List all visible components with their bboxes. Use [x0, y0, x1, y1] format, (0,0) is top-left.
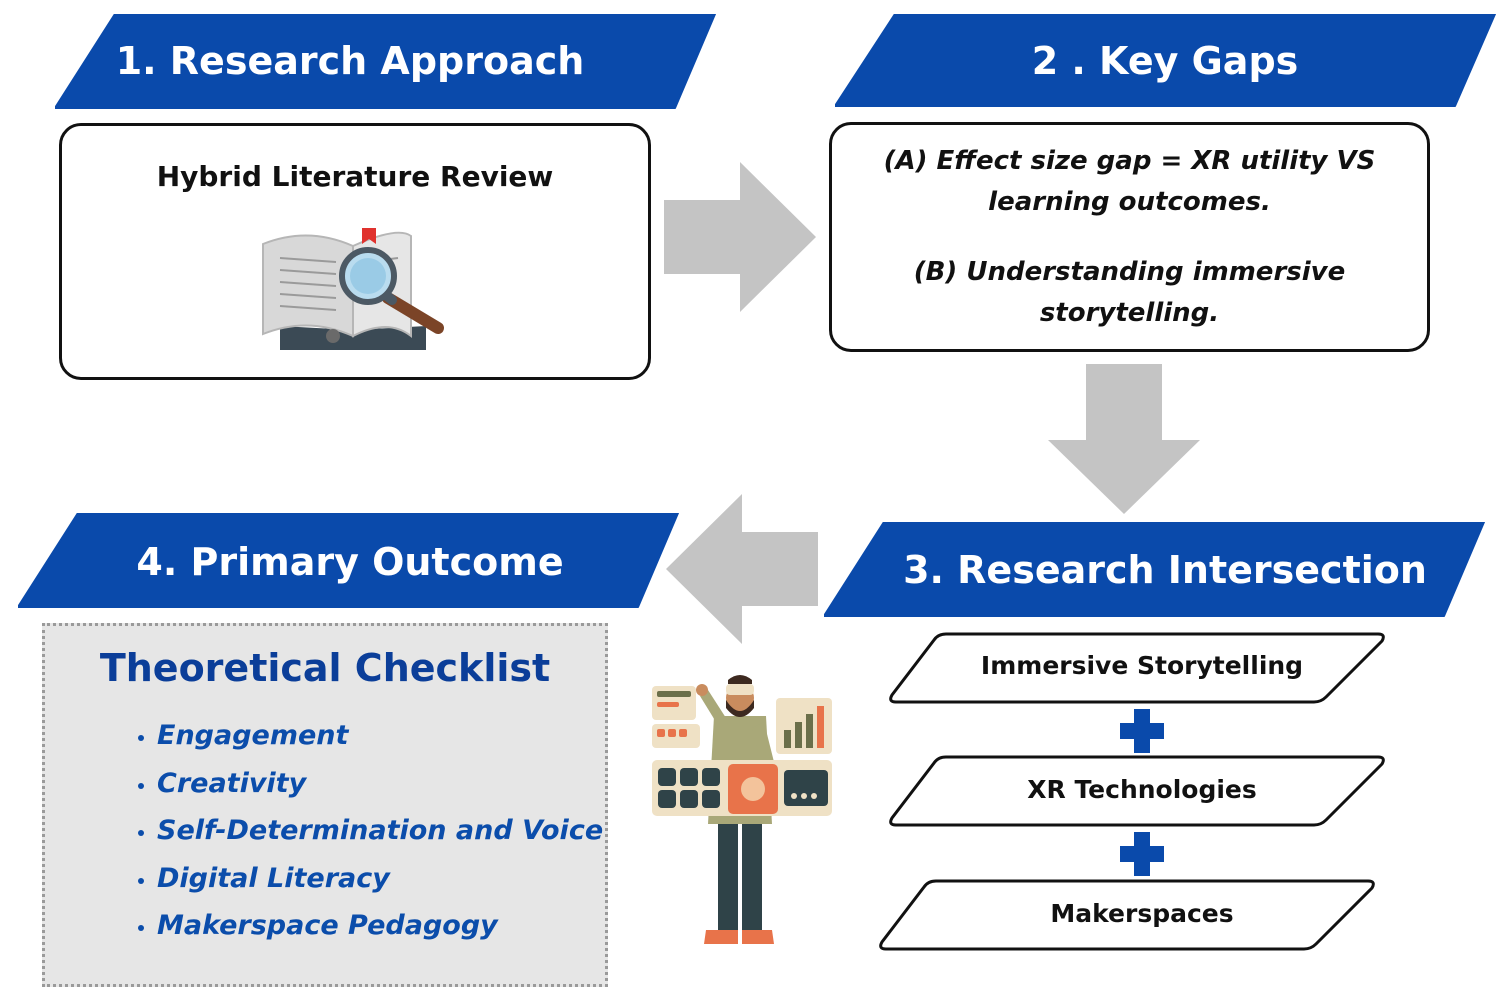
intersection-pill-2 — [889, 755, 1385, 827]
gap-b-line-2: storytelling. — [1039, 298, 1220, 328]
checklist-item: Self-Determination and Voice — [157, 807, 603, 855]
arrow-down-icon — [1048, 364, 1200, 514]
approach-label: Hybrid Literature Review — [156, 160, 554, 193]
arrow-left-icon — [666, 494, 818, 644]
checklist-heading: Theoretical Checklist — [99, 646, 551, 690]
intersection-pill-3 — [879, 879, 1375, 951]
gap-a-line-2: learning outcomes. — [988, 187, 1271, 217]
step-1-banner — [55, 14, 716, 109]
checklist-list: Engagement Creativity Self-Determination… — [127, 712, 603, 950]
approach-box: Hybrid Literature Review — [59, 123, 651, 380]
intersection-item-1: Immersive Storytelling — [980, 651, 1304, 680]
checklist-item: Engagement — [157, 712, 603, 760]
plus-icon — [1120, 709, 1164, 753]
gap-b-line-1: (B) Understanding immersive — [913, 257, 1346, 287]
step-2-title: 2 . Key Gaps — [1031, 39, 1299, 83]
book-magnifier-icon — [262, 228, 444, 350]
checklist-item: Makerspace Pedagogy — [157, 902, 603, 950]
checklist-item: Digital Literacy — [157, 855, 603, 903]
vr-person-icon — [652, 675, 832, 944]
checklist-item: Creativity — [157, 760, 603, 808]
intersection-pill-1 — [889, 632, 1385, 704]
gaps-box: (A) Effect size gap = XR utility VS lear… — [829, 122, 1430, 352]
step-3-title: 3. Research Intersection — [903, 548, 1427, 592]
gap-a-line-1: (A) Effect size gap = XR utility VS — [883, 146, 1376, 176]
intersection-item-3: Makerspaces — [1050, 899, 1234, 928]
step-4-banner — [18, 513, 679, 608]
arrow-right-icon — [664, 162, 816, 312]
step-3-banner — [824, 522, 1485, 617]
intersection-item-2: XR Technologies — [1027, 775, 1257, 804]
step-4-title: 4. Primary Outcome — [136, 540, 564, 584]
plus-icon — [1120, 832, 1164, 876]
checklist-box: Theoretical Checklist Engagement Creativ… — [42, 623, 608, 987]
step-1-title: 1. Research Approach — [115, 39, 585, 83]
step-2-banner — [835, 14, 1496, 107]
